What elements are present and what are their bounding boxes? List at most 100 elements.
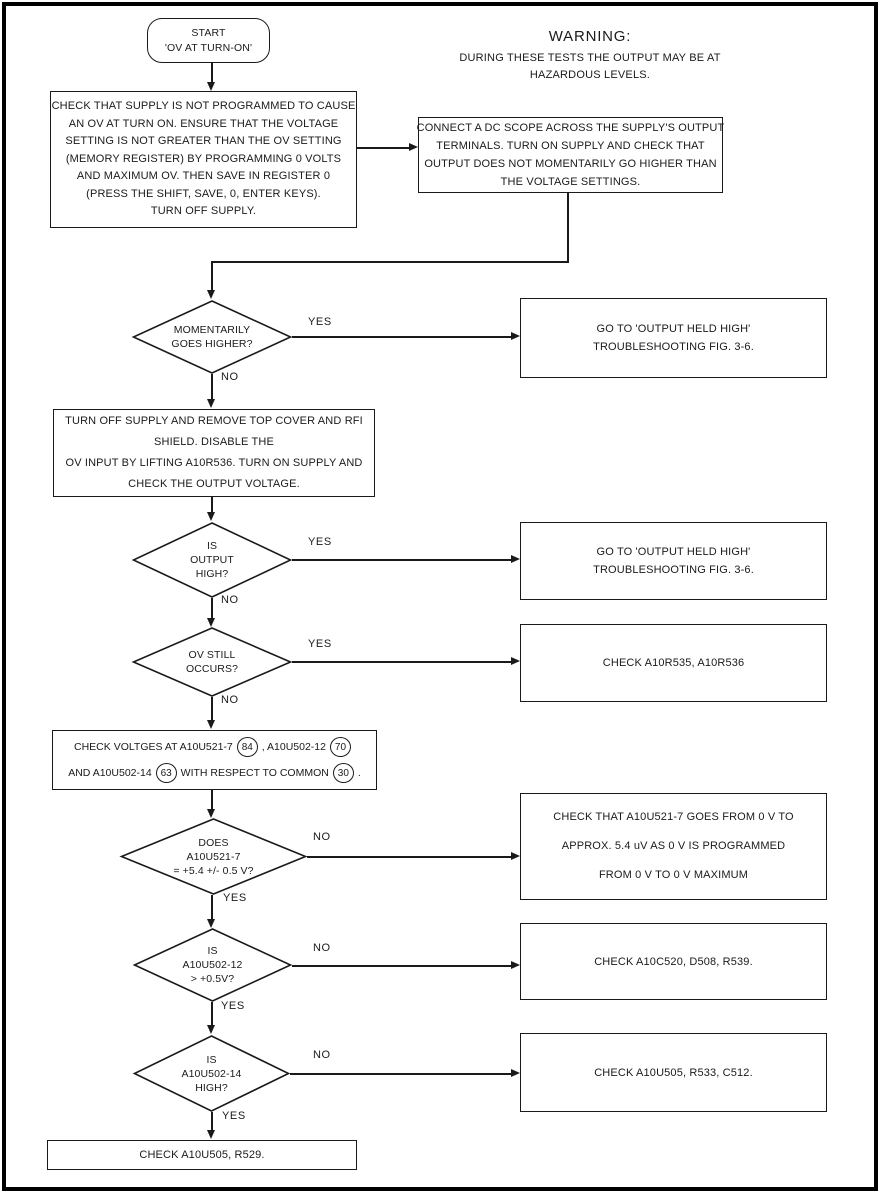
result-line: CHECK THAT A10U521-7 GOES FROM 0 V TO — [553, 811, 794, 823]
arrow-head-right — [511, 961, 520, 969]
flow-line — [211, 895, 213, 921]
process-box-check-voltages: CHECK VOLTGES AT A10U521-7 84 , A10U502-… — [52, 730, 377, 790]
result-line: FROM 0 V TO 0 V MAXIMUM — [598, 869, 749, 881]
result-line: APPROX. 5.4 uV AS 0 V IS PROGRAMMED — [561, 840, 786, 852]
text-segment: AND A10U502-14 — [68, 767, 152, 779]
process-line: AN OV AT TURN ON. ENSURE THAT THE VOLTAG… — [68, 117, 339, 130]
flow-line — [211, 374, 213, 400]
process-line: AND MAXIMUM OV. THEN SAVE IN REGISTER 0 — [76, 170, 331, 183]
result-line: TROUBLESHOOTING FIG. 3-6. — [593, 341, 754, 353]
test-point-84: 84 — [236, 737, 258, 757]
start-line: START — [191, 26, 226, 39]
text-segment: , A10U502-12 — [261, 741, 326, 753]
decision-ov-still-occurs: OV STILL OCCURS? — [131, 627, 293, 697]
process-line: AND A10U502-14 63 WITH RESPECT TO COMMON… — [68, 763, 361, 783]
decision-line: > +0.5V? — [190, 973, 235, 985]
process-line: (PRESS THE SHIFT, SAVE, 0, ENTER KEYS). — [86, 187, 321, 200]
branch-label-no: NO — [221, 594, 239, 606]
start-terminal: START 'OV AT TURN-ON' — [147, 18, 270, 63]
process-line: TERMINALS. TURN ON SUPPLY AND CHECK THAT — [436, 140, 705, 152]
warning-title: WARNING: — [548, 28, 632, 45]
decision-line: A10U502-14 — [181, 1067, 242, 1080]
process-line: OV INPUT BY LIFTING A10R536. TURN ON SUP… — [65, 457, 363, 469]
arrow-head-right — [409, 143, 418, 151]
diamond-shape — [131, 627, 293, 697]
decision-line: DOES — [198, 836, 229, 849]
text-segment: CHECK VOLTGES AT A10U521-7 — [74, 741, 233, 753]
flow-line — [357, 147, 410, 149]
flow-line — [307, 856, 511, 858]
flow-line — [211, 1112, 213, 1132]
process-line: SHIELD. DISABLE THE — [153, 436, 275, 448]
branch-label-no: NO — [221, 371, 239, 383]
decision-momentarily-goes-higher: MOMENTARILY GOES HIGHER? — [131, 300, 293, 374]
process-line: (MEMORY REGISTER) BY PROGRAMMING 0 VOLTS — [65, 152, 342, 165]
decision-line: = +5.4 +/- 0.5 V? — [173, 864, 254, 877]
decision-line: IS — [207, 945, 218, 957]
flow-line — [211, 697, 213, 722]
test-point-70: 70 — [329, 737, 351, 757]
decision-is-output-high: IS OUTPUT HIGH? — [131, 522, 293, 598]
decision-line: IS — [206, 540, 218, 552]
arrow-head-down — [207, 512, 215, 521]
decision-does-u521-equal-5v4: DOES A10U521-7 = +5.4 +/- 0.5 V? — [119, 818, 308, 895]
arrow-head-down — [207, 618, 215, 627]
arrow-head-right — [511, 1069, 520, 1077]
text-segment: . — [357, 767, 361, 779]
flow-line — [292, 336, 511, 338]
arrow-head-down — [207, 919, 215, 928]
arrow-head-down — [207, 809, 215, 818]
result-line: TROUBLESHOOTING FIG. 3-6. — [593, 564, 754, 576]
result-box-goto-fig36-2: GO TO 'OUTPUT HELD HIGH' TROUBLESHOOTING… — [520, 522, 827, 600]
decision-line: HIGH? — [195, 568, 229, 580]
test-point-30: 30 — [332, 763, 354, 783]
arrow-head-right — [511, 852, 520, 860]
flow-line — [292, 661, 511, 663]
process-box-turn-off-supply: TURN OFF SUPPLY AND REMOVE TOP COVER AND… — [53, 409, 375, 497]
text-segment: WITH RESPECT TO COMMON — [180, 767, 329, 779]
decision-line: OCCURS? — [185, 663, 239, 675]
process-line: TURN OFF SUPPLY AND REMOVE TOP COVER AND… — [65, 415, 363, 427]
warning-line: DURING THESE TESTS THE OUTPUT MAY BE AT — [459, 52, 721, 64]
arrow-head-right — [511, 332, 520, 340]
process-box-final-check: CHECK A10U505, R529. — [47, 1140, 357, 1170]
diamond-shape — [132, 1035, 291, 1112]
result-box-check-u505: CHECK A10U505, R533, C512. — [520, 1033, 827, 1112]
flow-line — [292, 965, 511, 967]
result-box-check-c520: CHECK A10C520, D508, R539. — [520, 923, 827, 1000]
diamond-shape — [131, 300, 293, 374]
decision-line: OUTPUT — [190, 554, 234, 566]
process-line: THE VOLTAGE SETTINGS. — [500, 176, 641, 188]
branch-label-yes: YES — [308, 638, 332, 650]
result-line: GO TO 'OUTPUT HELD HIGH' — [596, 323, 751, 335]
process-line: SETTING IS NOT GREATER THAN THE OV SETTI… — [65, 135, 342, 148]
decision-line: A10U502-12 — [182, 959, 243, 971]
decision-line: A10U521-7 — [186, 850, 241, 863]
warning-block: WARNING: DURING THESE TESTS THE OUTPUT M… — [415, 28, 765, 84]
branch-label-yes: YES — [308, 536, 332, 548]
flow-line — [211, 261, 569, 263]
branch-label-no: NO — [313, 831, 331, 843]
arrow-head-down — [207, 399, 215, 408]
decision-is-u502-14-high: IS A10U502-14 HIGH? — [132, 1035, 291, 1112]
decision-line: IS — [206, 1053, 217, 1066]
flow-line — [211, 63, 213, 84]
diamond-shape — [119, 818, 308, 895]
diamond-shape — [132, 928, 293, 1002]
branch-label-no: NO — [313, 1049, 331, 1061]
process-box-check-supply: CHECK THAT SUPPLY IS NOT PROGRAMMED TO C… — [50, 91, 357, 228]
arrow-head-down — [207, 290, 215, 299]
branch-label-yes: YES — [222, 1110, 246, 1122]
branch-label-yes: YES — [223, 892, 247, 904]
warning-line: HAZARDOUS LEVELS. — [529, 69, 651, 81]
arrow-head-down — [207, 1130, 215, 1139]
flow-line — [211, 261, 213, 292]
flow-line — [292, 559, 511, 561]
result-line: GO TO 'OUTPUT HELD HIGH' — [596, 546, 751, 558]
result-box-check-r535: CHECK A10R535, A10R536 — [520, 624, 827, 702]
decision-line: HIGH? — [195, 1081, 228, 1094]
test-point-63: 63 — [155, 763, 177, 783]
result-line: CHECK A10U505, R533, C512. — [594, 1066, 753, 1079]
process-line: CHECK VOLTGES AT A10U521-7 84 , A10U502-… — [74, 737, 355, 757]
flow-line — [290, 1073, 511, 1075]
